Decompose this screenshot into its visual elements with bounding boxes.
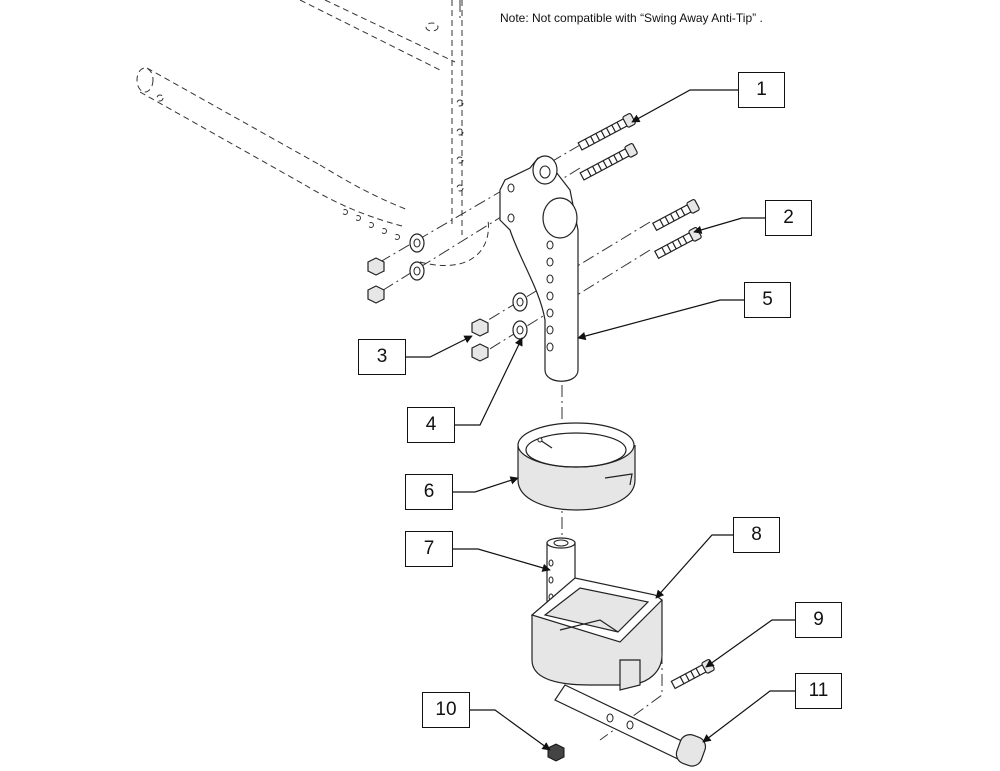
callout-6: 6: [405, 474, 453, 510]
part-4-washers: [409, 233, 528, 340]
part-3-nuts: [367, 257, 489, 362]
callout-9: 9: [795, 602, 842, 638]
part-8-housing: [530, 577, 663, 691]
part-5-housing: [499, 155, 579, 382]
frame-tube: [136, 67, 409, 240]
callout-5: 5: [744, 282, 791, 318]
callout-4: 4: [407, 407, 455, 443]
callout-10: 10: [422, 692, 470, 728]
callout-7: 7: [405, 531, 453, 567]
compatibility-note: Note: Not compatible with “Swing Away An…: [500, 11, 763, 25]
part-2-bolts: [651, 199, 702, 260]
callout-1: 1: [738, 72, 785, 108]
callout-11: 11: [795, 673, 842, 709]
callout-2: 2: [765, 200, 812, 236]
callout-8: 8: [733, 517, 780, 553]
part-9-bolt: [670, 659, 715, 690]
callout-3: 3: [358, 339, 406, 375]
leader-lines: [406, 89, 795, 751]
part-6-collar: [517, 422, 636, 511]
part-10-nut: [547, 743, 565, 762]
part-11-roller-arm: [554, 684, 707, 767]
wheelchair-frame: [299, 0, 489, 267]
part-1-bolts: [577, 113, 638, 181]
